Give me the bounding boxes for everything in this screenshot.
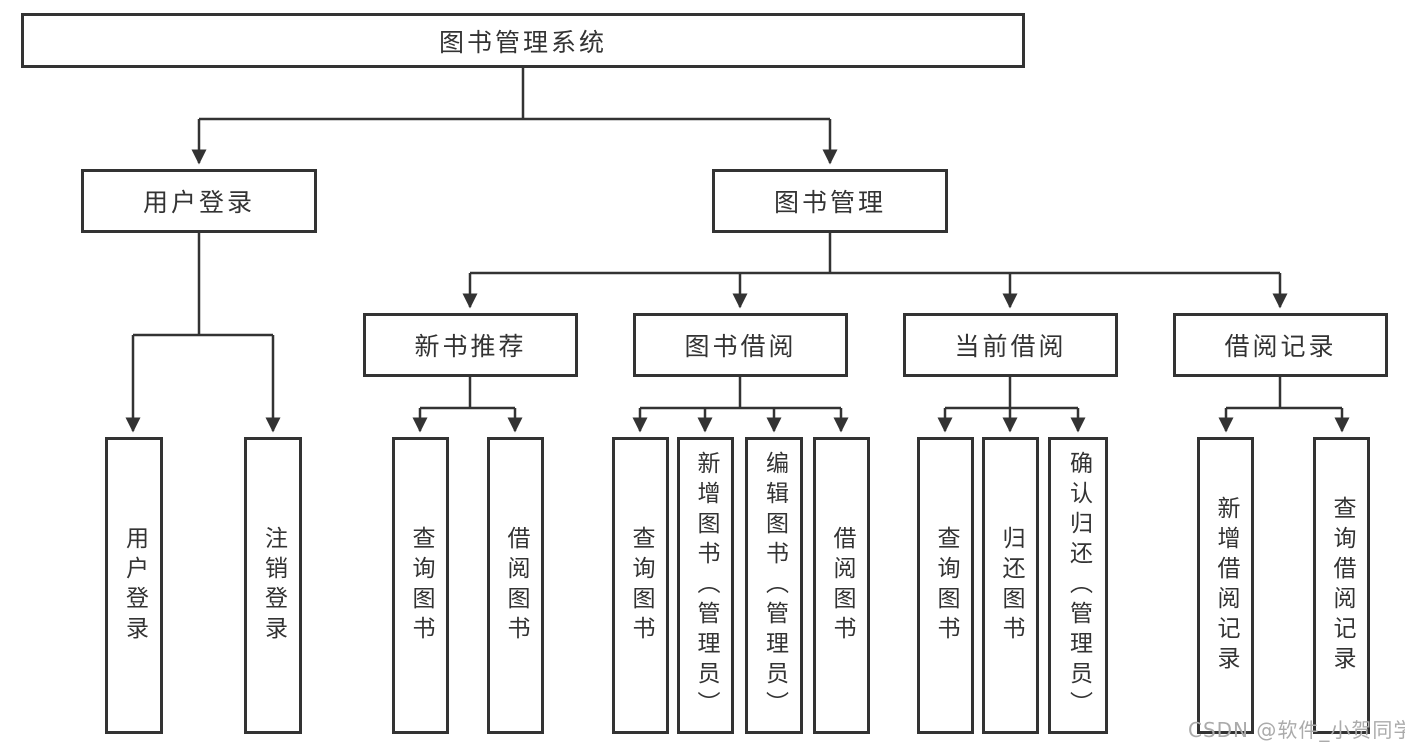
node-current-borrowing: 当前借阅 — [903, 313, 1118, 377]
node-label: 当前借阅 — [954, 332, 1067, 361]
node-label: 新书推荐 — [414, 332, 527, 361]
leaf-label: 用户登录 — [121, 525, 148, 646]
node-label: 图书管理 — [773, 188, 886, 217]
leaf-nbr-query-books: 查询图书 — [392, 437, 449, 734]
leaf-bb-query-books: 查询图书 — [612, 437, 669, 734]
leaf-label: 注销登录 — [260, 525, 287, 646]
leaf-label: 新增借阅记录 — [1213, 495, 1239, 676]
leaf-label: 查询图书 — [628, 525, 654, 646]
leaf-cb-return-books: 归还图书 — [982, 437, 1039, 734]
leaf-label: 确认归还（管理员） — [1065, 450, 1092, 721]
arrow-lines — [125, 119, 1350, 433]
leaf-bb-add-books-admin: 新增图书（管理员） — [677, 437, 734, 734]
node-book-management: 图书管理 — [712, 169, 948, 233]
leaf-label: 借阅图书 — [829, 525, 855, 646]
csdn-watermark: CSDN @软件_小贺同学 — [1188, 718, 1405, 742]
node-library-management-system: 图书管理系统 — [21, 13, 1025, 68]
node-label: 用户登录 — [142, 188, 255, 217]
leaf-bb-edit-books-admin: 编辑图书（管理员） — [745, 437, 803, 734]
leaf-label: 查询图书 — [933, 525, 959, 646]
leaf-nbr-borrow-books: 借阅图书 — [487, 437, 544, 734]
leaf-cb-query-books: 查询图书 — [917, 437, 974, 734]
leaf-user-login: 用户登录 — [105, 437, 163, 734]
leaf-logout: 注销登录 — [244, 437, 302, 734]
leaf-cb-confirm-return-admin: 确认归还（管理员） — [1048, 437, 1108, 734]
node-borrow-records: 借阅记录 — [1173, 313, 1388, 377]
leaf-label: 借阅图书 — [503, 525, 529, 646]
node-label: 图书借阅 — [684, 332, 797, 361]
leaf-label: 查询图书 — [408, 525, 434, 646]
leaf-label: 查询借阅记录 — [1329, 495, 1355, 676]
node-label: 图书管理系统 — [438, 27, 607, 57]
leaf-br-add-record: 新增借阅记录 — [1197, 437, 1254, 734]
leaf-label: 编辑图书（管理员） — [761, 450, 788, 721]
leaf-label: 新增图书（管理员） — [693, 450, 719, 721]
leaf-br-query-record: 查询借阅记录 — [1313, 437, 1370, 734]
node-user-login: 用户登录 — [81, 169, 317, 233]
node-label: 借阅记录 — [1224, 332, 1337, 361]
node-new-book-recommend: 新书推荐 — [363, 313, 578, 377]
node-book-borrowing: 图书借阅 — [633, 313, 848, 377]
leaf-bb-borrow-books: 借阅图书 — [813, 437, 870, 734]
branch-lines — [133, 68, 1342, 410]
leaf-label: 归还图书 — [998, 525, 1024, 646]
